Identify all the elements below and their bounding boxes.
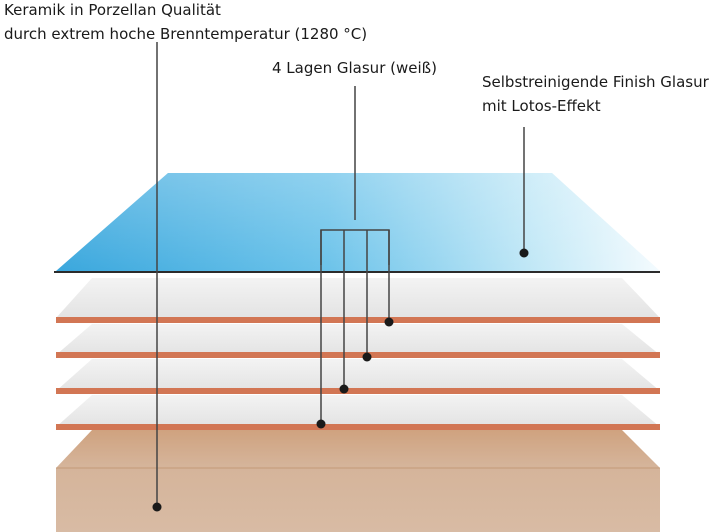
finish-label: Selbstreinigende Finish Glasur mit Lotos… xyxy=(482,70,709,118)
ceramic-dot xyxy=(152,502,162,512)
glaze-layer-4 xyxy=(56,395,660,430)
glaze-layer-3 xyxy=(56,359,660,394)
finish-label-line2: mit Lotos-Effekt xyxy=(482,97,601,115)
finish-dot xyxy=(519,248,529,258)
leader-dots xyxy=(152,248,529,512)
glaze-layer-2 xyxy=(56,324,660,358)
glaze-separator-4 xyxy=(56,424,660,430)
glaze-separator-2 xyxy=(56,352,660,358)
glaze-dot-2 xyxy=(362,352,372,362)
leader-lines xyxy=(156,42,525,507)
glaze-layers-label: 4 Lagen Glasur (weiß) xyxy=(272,56,437,80)
glaze-separator-3 xyxy=(56,388,660,394)
glaze-separator-1 xyxy=(56,317,660,323)
ceramic-label-line1: Keramik in Porzellan Qualität xyxy=(4,1,221,19)
glaze-layers-label-text: 4 Lagen Glasur (weiß) xyxy=(272,59,437,77)
ceramic-label-line2: durch extrem hoche Brenntemperatur (1280… xyxy=(4,25,368,43)
ceramic-label: Keramik in Porzellan Qualität durch extr… xyxy=(4,0,367,46)
ceramic-base-layer xyxy=(56,430,660,532)
finish-glaze-layer xyxy=(54,173,660,273)
glaze-dot-3 xyxy=(339,384,349,394)
finish-label-line1: Selbstreinigende Finish Glasur xyxy=(482,73,709,91)
glaze-dot-4 xyxy=(316,419,326,429)
glaze-dot-1 xyxy=(384,317,394,327)
glaze-bracket xyxy=(320,86,390,424)
glaze-layer-1 xyxy=(56,278,660,323)
